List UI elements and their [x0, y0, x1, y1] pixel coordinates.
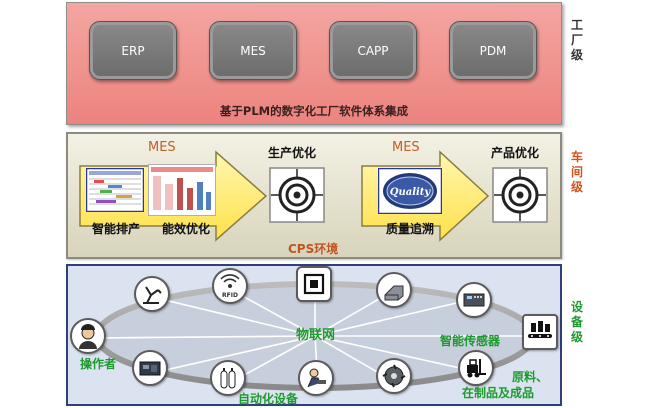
smart-sensor-node[interactable]	[456, 282, 492, 318]
smart-sensor-label: 智能传感器	[440, 334, 501, 348]
operator-node[interactable]	[70, 318, 106, 354]
iot-center-label: 物联网	[296, 328, 336, 343]
energy-chart-screenshot-icon	[148, 164, 216, 216]
product-target-icon	[492, 167, 548, 223]
workshop-level-label: 车间级	[570, 150, 583, 194]
factory-level-label: 工厂级	[570, 18, 583, 62]
iot-hub-node[interactable]	[296, 266, 332, 302]
rfid-node[interactable]: RFID	[212, 268, 248, 304]
hand-tool-icon	[307, 368, 326, 388]
pdm-system-tile[interactable]: PDM	[449, 21, 537, 80]
equipment-level-label: 设备级	[570, 300, 583, 344]
automation-equipment-label: 自动化设备	[238, 392, 299, 406]
energy-optimization-label: 能效优化	[162, 222, 211, 236]
rfid-icon: RFID	[220, 274, 240, 299]
cnc-machine-icon	[384, 285, 404, 301]
cps-environment-label: CPS环境	[288, 242, 339, 256]
conveyor-icon	[528, 321, 552, 338]
generator-icon	[139, 361, 161, 376]
operator-icon	[79, 324, 97, 349]
robot-arm-node[interactable]	[134, 276, 170, 312]
operator-label: 操作者	[80, 357, 117, 371]
forklift-node[interactable]	[458, 350, 494, 386]
quality-badge-icon: Quality	[378, 168, 442, 214]
scheduling-screenshot-icon	[86, 168, 144, 212]
plc-sensor-icon	[463, 293, 485, 307]
production-optimization-label: 生产优化	[268, 146, 317, 160]
production-target-icon	[269, 167, 325, 223]
materials-label-line2: 在制品及成品	[462, 386, 535, 400]
saw-blade-node[interactable]	[376, 358, 412, 394]
factory-integration-caption: 基于PLM的数字化工厂软件体系集成	[219, 104, 409, 118]
conveyor-node[interactable]	[522, 314, 558, 350]
capp-system-tile[interactable]: CAPP	[329, 21, 417, 80]
gas-cylinder-node[interactable]	[210, 360, 246, 396]
iot-hub-icon	[303, 273, 325, 295]
cnc-machine-node[interactable]	[376, 272, 412, 308]
materials-label-line1: 原料、	[512, 370, 549, 384]
robot-arm-icon	[143, 286, 162, 304]
rfid-text: RFID	[222, 292, 238, 299]
smart-scheduling-label: 智能排产	[92, 222, 141, 236]
forklift-icon	[467, 359, 486, 378]
erp-system-tile[interactable]: ERP	[89, 21, 177, 80]
product-optimization-label: 产品优化	[491, 146, 540, 160]
worker-tool-node[interactable]	[298, 360, 334, 396]
quality-badge-text: Quality	[390, 187, 432, 198]
right-mes-label: MES	[392, 140, 420, 155]
mes-system-tile[interactable]: MES	[209, 21, 297, 80]
saw-blade-icon	[382, 364, 406, 388]
factory-level-panel: ERP MES CAPP PDM 基于PLM的数字化工厂软件体系集成	[66, 2, 562, 125]
gas-cylinder-icon	[220, 368, 236, 389]
left-mes-label: MES	[148, 140, 176, 155]
quality-traceability-label: 质量追溯	[386, 222, 435, 236]
generator-node[interactable]	[132, 350, 168, 386]
